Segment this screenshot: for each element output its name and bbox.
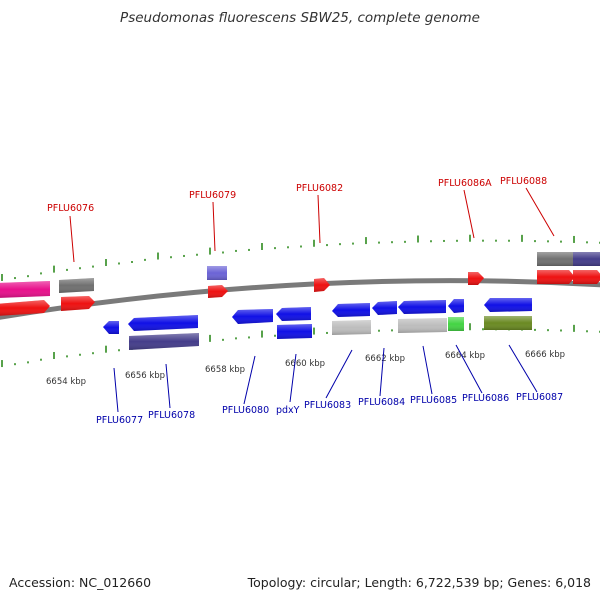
gene-box[interactable] [573, 252, 600, 266]
leader-line [113, 367, 119, 413]
cds-arrow[interactable] [208, 285, 228, 298]
scale-label: 6660 kbp [285, 359, 325, 369]
gene-label-pflu6084[interactable]: PFLU6084 [358, 397, 405, 408]
gene-box[interactable] [277, 324, 312, 339]
scale-label: 6666 kbp [525, 350, 565, 360]
leader-line [317, 194, 321, 244]
reverse-gene-labels: PFLU6077 PFLU6078 PFLU6080 pdxY PFLU6083… [96, 392, 563, 426]
cds-arrow[interactable] [232, 309, 273, 324]
leader-line [212, 201, 216, 252]
gene-arrow[interactable] [0, 281, 50, 298]
cds-arrow[interactable] [128, 315, 198, 331]
leader-line [455, 344, 483, 394]
cds-arrow[interactable] [484, 298, 532, 312]
leader-line [525, 187, 555, 237]
gene-label-pdxy[interactable]: pdxY [276, 405, 300, 416]
gene-label-pflu6087[interactable]: PFLU6087 [516, 392, 563, 403]
gene-label-pflu6086a[interactable]: PFLU6086A [438, 178, 492, 189]
gene-arrow[interactable] [59, 278, 94, 293]
cds-arrow[interactable] [468, 272, 484, 285]
cds-arrow[interactable] [573, 270, 600, 284]
cds-arrow[interactable] [537, 270, 575, 284]
leader-line [165, 363, 171, 409]
leader-line [243, 355, 256, 405]
accession-label: Accession: NC_012660 [9, 575, 152, 590]
leader-line [422, 345, 433, 395]
gene-box[interactable] [448, 317, 464, 331]
cds-arrow[interactable] [372, 301, 397, 315]
gene-box[interactable] [332, 320, 371, 335]
forward-gene-labels: PFLU6076 PFLU6079 PFLU6082 PFLU6086A PFL… [47, 176, 547, 214]
leader-line [508, 344, 538, 393]
cds-arrow[interactable] [103, 321, 119, 334]
cds-arrow[interactable] [398, 300, 446, 314]
leader-line [379, 347, 385, 397]
scale-label: 6662 kbp [365, 354, 405, 364]
gene-label-pflu6086[interactable]: PFLU6086 [462, 393, 509, 404]
scale-label: 6656 kbp [125, 371, 165, 381]
gene-box[interactable] [537, 252, 573, 266]
leader-line [69, 215, 75, 263]
cds-arrow[interactable] [332, 303, 370, 317]
gene-label-pflu6078[interactable]: PFLU6078 [148, 410, 195, 421]
gene-box[interactable] [484, 316, 532, 330]
cds-arrow[interactable] [0, 300, 50, 316]
cds-arrow[interactable] [448, 299, 464, 313]
scale-label: 6658 kbp [205, 365, 245, 375]
gene-label-pflu6088[interactable]: PFLU6088 [500, 176, 547, 187]
leader-line [325, 349, 353, 399]
genome-summary: Topology: circular; Length: 6,722,539 bp… [247, 575, 591, 590]
gene-label-pflu6082[interactable]: PFLU6082 [296, 183, 343, 194]
gene-label-pflu6077[interactable]: PFLU6077 [96, 415, 143, 426]
gene-label-pflu6083[interactable]: PFLU6083 [304, 400, 351, 411]
gene-box[interactable] [398, 318, 447, 333]
scale-labels: 6654 kbp 6656 kbp 6658 kbp 6660 kbp 6662… [46, 350, 565, 387]
gene-box[interactable] [207, 266, 227, 280]
gene-label-pflu6085[interactable]: PFLU6085 [410, 395, 457, 406]
page-title: Pseudomonas fluorescens SBW25, complete … [120, 10, 480, 26]
cds-arrow[interactable] [61, 296, 95, 311]
leader-line [289, 353, 297, 403]
cds-arrow[interactable] [276, 307, 311, 321]
forward-strand-features [0, 252, 600, 316]
gene-label-pflu6080[interactable]: PFLU6080 [222, 405, 269, 416]
label-leader-lines [69, 187, 555, 413]
leader-line [463, 189, 475, 239]
gene-label-pflu6076[interactable]: PFLU6076 [47, 203, 94, 214]
reverse-strand-features [103, 298, 532, 350]
scale-label: 6664 kbp [445, 351, 485, 361]
gene-label-pflu6079[interactable]: PFLU6079 [189, 190, 236, 201]
cds-arrow[interactable] [314, 278, 330, 292]
gene-box[interactable] [129, 333, 199, 350]
scale-label: 6654 kbp [46, 377, 86, 387]
